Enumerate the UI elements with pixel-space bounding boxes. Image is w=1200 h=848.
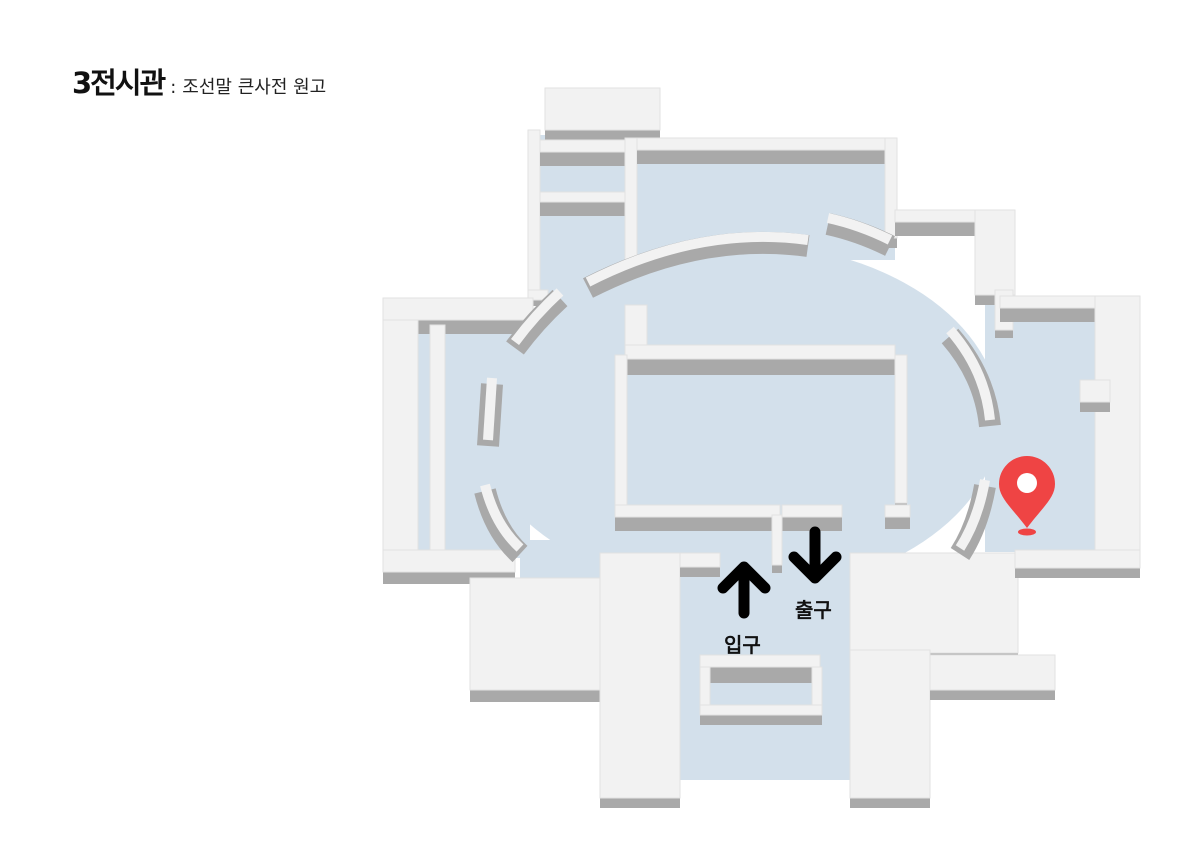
wall-top: [1079, 379, 1111, 403]
page-title: 3전시관 : 조선말 큰사전 원고: [72, 60, 326, 102]
wall-side: [930, 690, 1055, 700]
curved-wall-side: [825, 213, 895, 256]
rotunda-floor: [476, 243, 1000, 593]
curved-wall-side: [583, 231, 810, 298]
wall-top: [599, 552, 681, 799]
wall-top: [699, 654, 821, 668]
hall-name: 3전시관: [72, 66, 166, 100]
wall-side: [885, 517, 910, 529]
wall-top: [974, 209, 1016, 296]
wall-top: [699, 704, 823, 716]
exit-label: 출구: [795, 598, 832, 622]
title-separator: :: [170, 77, 177, 98]
wall-side: [1015, 568, 1140, 578]
wall-side: [540, 202, 630, 216]
curved-wall-top: [826, 213, 893, 245]
curved-wall-top: [480, 483, 524, 552]
wall-top: [884, 504, 911, 518]
wall-top: [614, 504, 781, 518]
wall-top: [781, 504, 843, 518]
wall-top: [614, 354, 628, 508]
wall-top: [539, 139, 631, 153]
wall-side: [470, 690, 600, 702]
wall-top: [382, 549, 516, 573]
wall-top: [894, 209, 986, 223]
wall-side: [637, 150, 895, 164]
wall-side: [995, 330, 1013, 338]
wall-side: [700, 667, 820, 683]
wall-side: [782, 517, 842, 531]
wall-top: [544, 87, 661, 131]
wall-top: [894, 354, 908, 504]
wall-side: [625, 359, 895, 375]
wall-top: [382, 297, 534, 321]
curved-wall-top: [510, 288, 564, 345]
wall-side: [895, 222, 985, 236]
wall-top: [1014, 549, 1141, 569]
entrance-label: 입구: [724, 633, 761, 657]
wall-top: [1094, 295, 1141, 555]
curved-wall-top: [955, 479, 990, 551]
wall-side: [1080, 402, 1110, 412]
wall-top: [382, 319, 419, 553]
curved-walls: [474, 213, 1001, 563]
wall-top: [771, 514, 783, 566]
wall-side: [700, 715, 822, 725]
wall-top: [469, 577, 601, 691]
location-pin-icon[interactable]: [999, 456, 1055, 536]
wall-top: [849, 552, 1019, 654]
exit-arrow-icon: [788, 526, 842, 584]
wall-top: [624, 344, 896, 360]
wall-side: [772, 565, 782, 573]
wall-top: [929, 654, 1056, 691]
wall-top: [624, 137, 638, 269]
walls: [382, 87, 1141, 808]
wall-side: [615, 517, 780, 531]
wall-side: [528, 300, 548, 306]
wall-top: [679, 552, 721, 568]
wall-top: [539, 191, 631, 203]
wall-top: [429, 324, 446, 556]
wall-top: [636, 137, 896, 151]
wall-side: [540, 152, 630, 166]
wall-top: [849, 649, 931, 799]
curved-wall-top: [585, 231, 809, 287]
wall-side: [383, 320, 533, 334]
wall-side: [850, 798, 930, 808]
wall-side: [545, 130, 660, 140]
entrance-arrow-icon: [717, 561, 771, 619]
curved-wall-top: [946, 326, 995, 421]
wall-side: [680, 567, 720, 577]
wall-top: [624, 304, 648, 348]
wall-top: [527, 129, 541, 296]
wall-side: [600, 798, 680, 808]
exhibit-title: 조선말 큰사전 원고: [182, 77, 327, 98]
curved-wall-top: [483, 377, 497, 441]
